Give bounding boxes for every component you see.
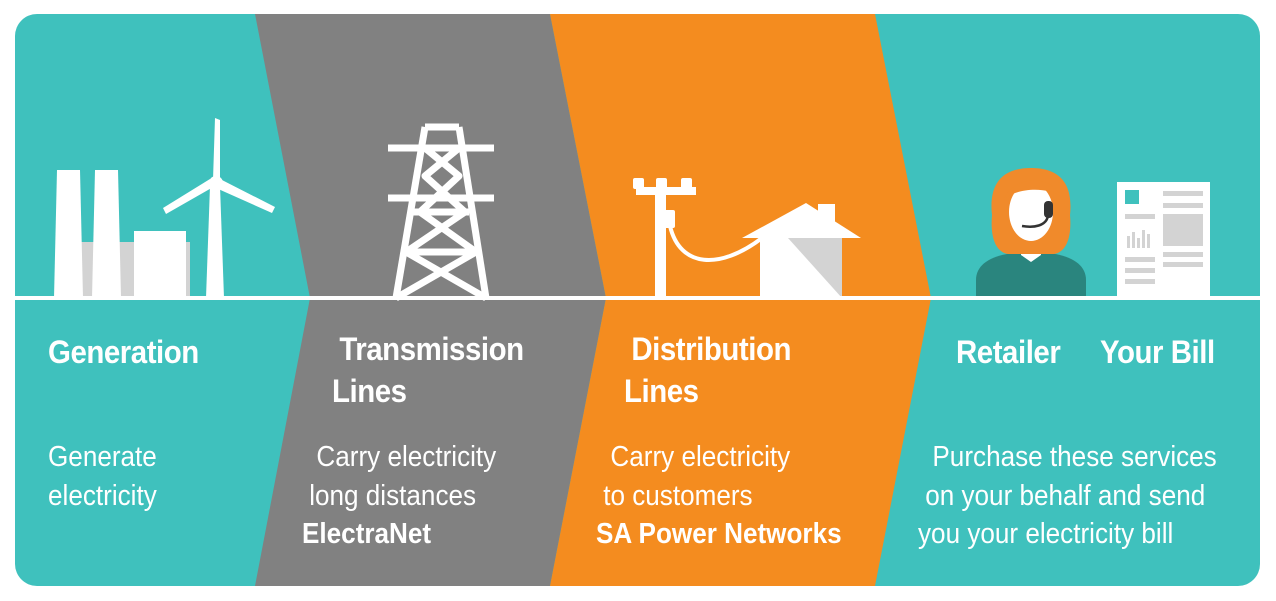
title-line: Retailer (956, 334, 1061, 370)
transmission-description: Carry electricity long distances Electra… (302, 438, 496, 554)
retailer-title: Retailer (956, 331, 1061, 373)
description-line: to customers (603, 479, 753, 512)
your-bill-title: Your Bill (1100, 331, 1215, 373)
generation-description: Generate electricity (48, 438, 157, 515)
retailer-description: Purchase these services on your behalf a… (918, 438, 1217, 554)
title-line: Lines (332, 373, 407, 409)
ground-line (15, 296, 1260, 300)
title-line: Distribution (631, 331, 792, 367)
call-centre-agent-icon (976, 168, 1086, 298)
power-pole-icon (633, 178, 764, 298)
title-line: Generation (48, 334, 199, 370)
title-line: Transmission (339, 331, 524, 367)
operator-name: SA Power Networks (596, 518, 842, 550)
description-line: electricity (48, 479, 157, 512)
title-line: Lines (624, 373, 699, 409)
description-line: Purchase these services (932, 441, 1217, 473)
operator-name: ElectraNet (302, 518, 432, 550)
description-line: Carry electricity (610, 441, 791, 473)
wind-turbine-icon (163, 118, 275, 298)
description-line: long distances (309, 479, 477, 512)
electricity-bill-icon (1117, 182, 1210, 298)
description-line: on your behalf and send (925, 479, 1206, 512)
transmission-tower-icon (388, 123, 494, 302)
description-line: you your electricity bill (918, 518, 1174, 550)
house-icon (742, 203, 861, 298)
power-station-icon (54, 170, 190, 298)
description-line: Generate (48, 441, 157, 473)
transmission-title: Transmission Lines (332, 328, 524, 412)
generation-title: Generation (48, 331, 199, 373)
distribution-title: Distribution Lines (624, 328, 791, 412)
distribution-description: Carry electricity to customers SA Power … (596, 438, 842, 554)
title-line: Your Bill (1100, 334, 1215, 370)
description-line: Carry electricity (316, 441, 497, 473)
